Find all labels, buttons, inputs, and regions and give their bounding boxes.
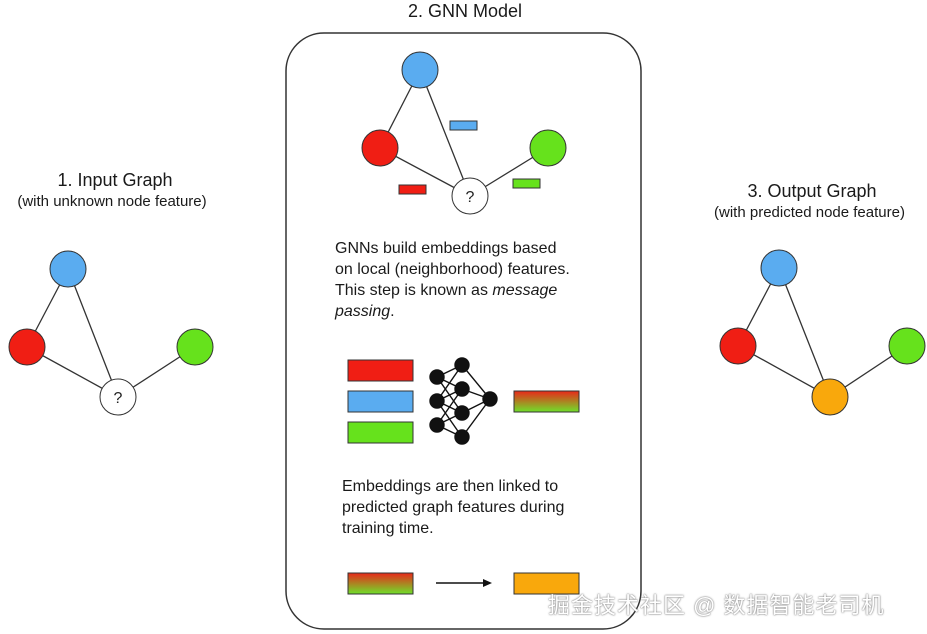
node-green bbox=[888, 327, 926, 365]
gnn-model-title: 2. GNN Model bbox=[407, 1, 523, 21]
predicted-feature bbox=[513, 572, 580, 595]
text-end: . bbox=[390, 303, 395, 320]
embedding-green bbox=[347, 421, 414, 444]
emphasis: passing bbox=[335, 303, 391, 320]
node-unknown bbox=[99, 378, 137, 416]
model-graph: ? bbox=[361, 51, 567, 215]
node-green bbox=[176, 328, 214, 366]
embedding-blue bbox=[347, 390, 414, 413]
node-predicted bbox=[811, 378, 849, 416]
edge bbox=[778, 267, 831, 398]
node-unknown bbox=[451, 177, 489, 215]
text-line: on local (neighborhood) features. bbox=[335, 261, 570, 278]
text-line: This step is known as bbox=[335, 282, 493, 299]
node-red bbox=[361, 129, 399, 167]
text-line: predicted graph features during bbox=[342, 499, 565, 516]
node-blue bbox=[49, 250, 87, 288]
output-embedding bbox=[513, 390, 580, 413]
embedding-red bbox=[347, 359, 414, 382]
unknown-mark: ? bbox=[114, 390, 123, 407]
node-green bbox=[529, 129, 567, 167]
text-line: training time. bbox=[342, 520, 434, 537]
message-blue bbox=[449, 120, 478, 131]
text-line: Embeddings are then linked to bbox=[342, 478, 559, 495]
message-red bbox=[398, 184, 427, 195]
arrow-icon bbox=[436, 579, 492, 587]
node-red bbox=[8, 328, 46, 366]
message-green bbox=[512, 178, 541, 189]
training-description: Embeddings are then linked to predicted … bbox=[342, 476, 564, 539]
emphasis: message bbox=[492, 282, 558, 299]
text-line: GNNs build embeddings based bbox=[335, 240, 557, 257]
unknown-mark: ? bbox=[466, 189, 475, 206]
input-graph: ? bbox=[8, 250, 214, 416]
node-blue bbox=[760, 249, 798, 287]
gnn-model-panel bbox=[285, 32, 642, 630]
output-graph bbox=[719, 249, 926, 416]
neural-network-icon bbox=[429, 357, 498, 445]
node-blue bbox=[401, 51, 439, 89]
output-graph-title: 3. Output Graph bbox=[747, 181, 877, 201]
output-graph-subtitle: (with predicted node feature) bbox=[714, 204, 905, 221]
edge bbox=[419, 69, 471, 197]
watermark: 掘金技术社区 @ 数据智能老司机 bbox=[548, 593, 885, 618]
input-graph-title: 1. Input Graph bbox=[57, 170, 173, 190]
edge bbox=[67, 268, 119, 398]
node-red bbox=[719, 327, 757, 365]
embedding-stack bbox=[347, 359, 414, 444]
input-graph-subtitle: (with unknown node feature) bbox=[17, 193, 207, 210]
learned-embedding bbox=[347, 572, 414, 595]
message-passing-description: GNNs build embeddings based on local (ne… bbox=[335, 238, 570, 322]
